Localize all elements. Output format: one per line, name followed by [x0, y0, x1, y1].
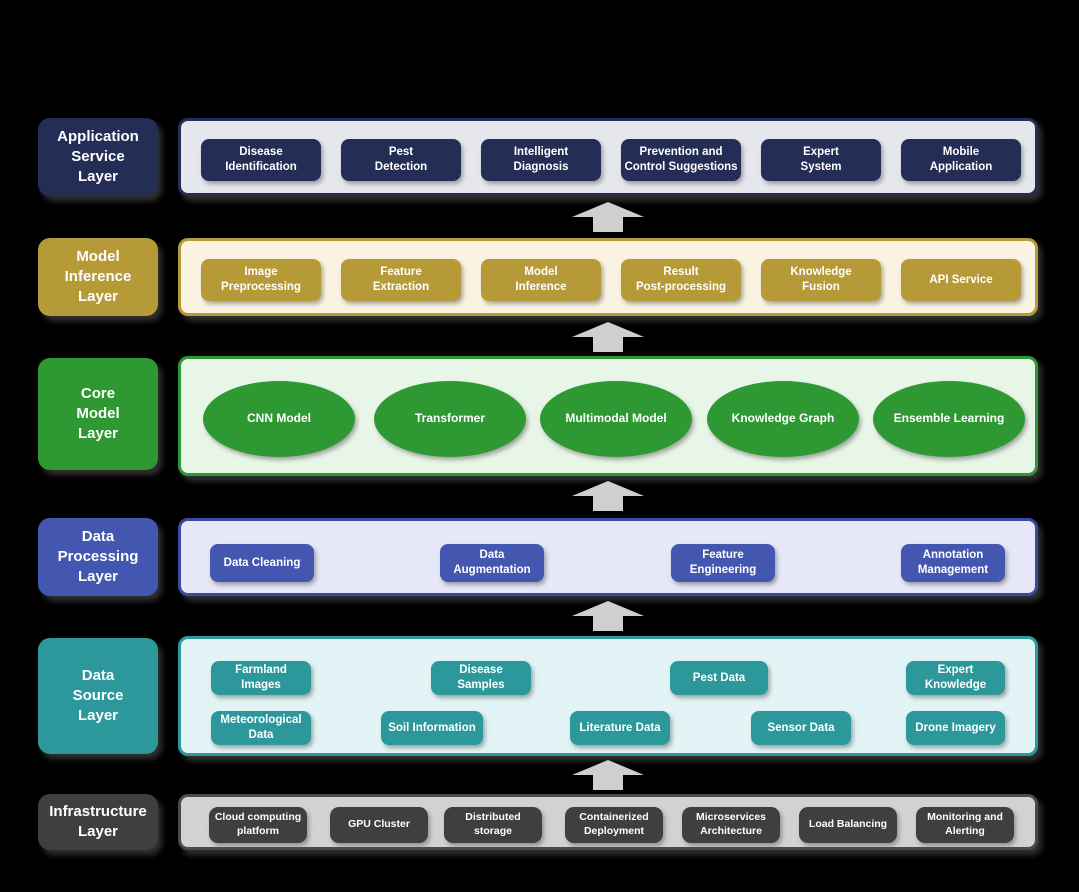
layer-panel-infrastructure: Cloud computing platform GPU Cluster Dis…: [178, 794, 1038, 850]
layer-panel-model-inference: Image Preprocessing Feature Extraction M…: [178, 238, 1038, 316]
node-distributed-storage: Distributed storage: [444, 807, 542, 843]
node-containerized-deployment: Containerized Deployment: [565, 807, 663, 843]
node-drone-imagery: Drone Imagery: [906, 711, 1005, 745]
node-sensor-data: Sensor Data: [751, 711, 851, 745]
node-knowledge-fusion: Knowledge Fusion: [761, 259, 881, 301]
layer-label-infrastructure: Infrastructure Layer: [38, 794, 158, 850]
node-literature-data: Literature Data: [570, 711, 670, 745]
layer-label-core-model: Core Model Layer: [38, 358, 158, 470]
node-result-post-processing: Result Post-processing: [621, 259, 741, 301]
node-knowledge-graph: Knowledge Graph: [707, 381, 859, 457]
layer-panel-core-model: CNN Model Transformer Multimodal Model K…: [178, 356, 1038, 476]
layer-label-data-source: Data Source Layer: [38, 638, 158, 754]
layer-panel-data-source: Farmland Images Disease Samples Pest Dat…: [178, 636, 1038, 756]
layer-label-model-inference: Model Inference Layer: [38, 238, 158, 316]
up-arrow-icon: [572, 322, 644, 352]
node-annotation-management: Annotation Management: [901, 544, 1005, 582]
node-gpu-cluster: GPU Cluster: [330, 807, 428, 843]
node-pest-detection: Pest Detection: [341, 139, 461, 181]
layer-label-application-service: Application Service Layer: [38, 118, 158, 196]
node-farmland-images: Farmland Images: [211, 661, 311, 695]
node-soil-information: Soil Information: [381, 711, 483, 745]
layer-panel-application-service: Disease Identification Pest Detection In…: [178, 118, 1038, 196]
node-image-preprocessing: Image Preprocessing: [201, 259, 321, 301]
node-transformer: Transformer: [374, 381, 526, 457]
node-cloud-computing-platform: Cloud computing platform: [209, 807, 307, 843]
node-prevention-and-control-suggestions: Prevention and Control Suggestions: [621, 139, 741, 181]
node-multimodal-model: Multimodal Model: [540, 381, 692, 457]
node-disease-samples: Disease Samples: [431, 661, 531, 695]
node-model-inference: Model Inference: [481, 259, 601, 301]
layer-label-data-processing: Data Processing Layer: [38, 518, 158, 596]
node-intelligent-diagnosis: Intelligent Diagnosis: [481, 139, 601, 181]
node-data-cleaning: Data Cleaning: [210, 544, 314, 582]
up-arrow-icon: [572, 760, 644, 790]
node-data-augmentation: Data Augmentation: [440, 544, 544, 582]
up-arrow-icon: [572, 481, 644, 511]
node-expert-knowledge: Expert Knowledge: [906, 661, 1005, 695]
node-monitoring-and-alerting: Monitoring and Alerting: [916, 807, 1014, 843]
node-pest-data: Pest Data: [670, 661, 768, 695]
node-feature-engineering: Feature Engineering: [671, 544, 775, 582]
node-api-service: API Service: [901, 259, 1021, 301]
up-arrow-icon: [572, 601, 644, 631]
up-arrow-icon: [572, 202, 644, 232]
node-meteorological-data: Meteorological Data: [211, 711, 311, 745]
layer-panel-data-processing: Data Cleaning Data Augmentation Feature …: [178, 518, 1038, 596]
node-cnn-model: CNN Model: [203, 381, 355, 457]
node-load-balancing: Load Balancing: [799, 807, 897, 843]
node-disease-identification: Disease Identification: [201, 139, 321, 181]
node-mobile-application: Mobile Application: [901, 139, 1021, 181]
node-expert-system: Expert System: [761, 139, 881, 181]
node-feature-extraction: Feature Extraction: [341, 259, 461, 301]
node-ensemble-learning: Ensemble Learning: [873, 381, 1025, 457]
node-microservices-architecture: Microservices Architecture: [682, 807, 780, 843]
